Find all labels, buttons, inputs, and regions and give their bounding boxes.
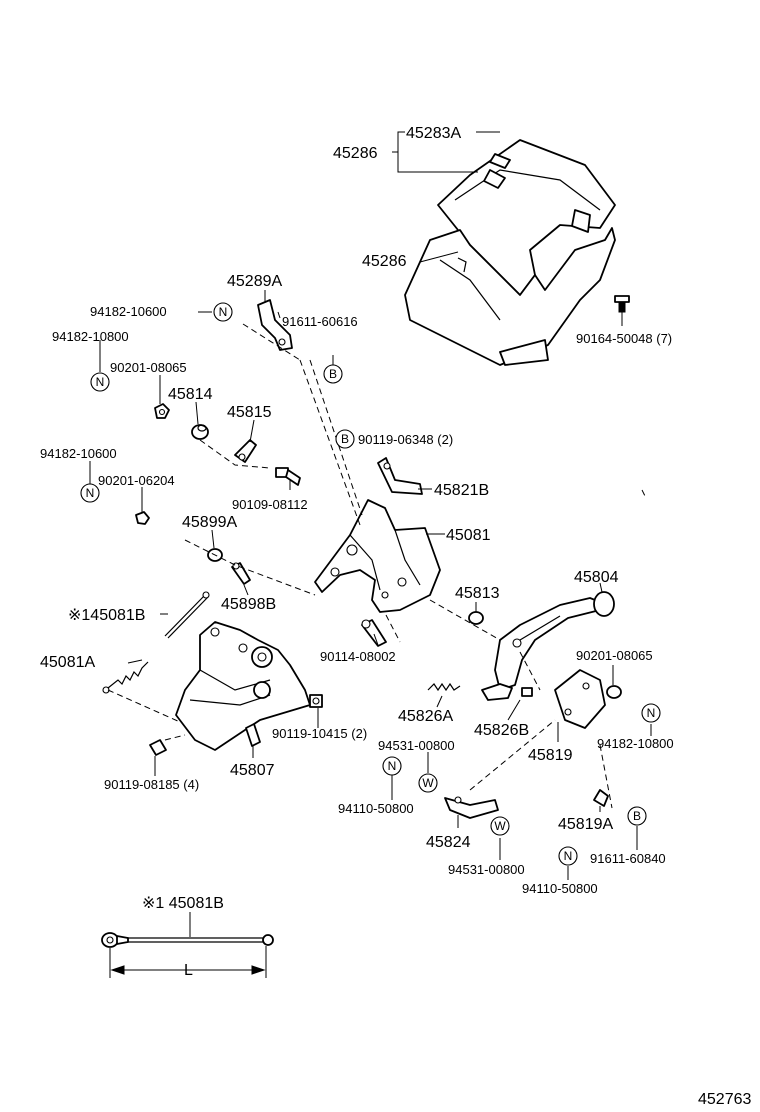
marker-b-1: B xyxy=(323,364,343,384)
label-90119-10415: 90119-10415 (2) xyxy=(272,726,367,741)
nut-90201-06204 xyxy=(135,511,150,525)
label-90201-08065-a: 90201-08065 xyxy=(110,360,187,375)
label-90109-08112: 90109-08112 xyxy=(232,497,308,512)
marker-n-1: N xyxy=(213,302,233,322)
spring-45081A xyxy=(102,661,149,694)
label-94110-50800-a: 94110-50800 xyxy=(338,801,414,816)
main-bracket-45081 xyxy=(314,499,441,613)
label-45826B: 45826B xyxy=(474,722,529,739)
bolt-90114-08002 xyxy=(361,619,387,647)
label-45813: 45813 xyxy=(455,585,500,602)
label-94182-10600-a: 94182-10600 xyxy=(90,304,167,319)
marker-w-2: W xyxy=(490,816,510,836)
label-45819: 45819 xyxy=(528,747,573,764)
label-94531-00800-a: 94531-00800 xyxy=(378,738,455,753)
marker-n-4: N xyxy=(641,703,661,723)
marker-n-3: N xyxy=(80,483,100,503)
detail-rod-45081B: ※1 45081B L xyxy=(101,895,274,979)
marker-b-text: B xyxy=(633,809,641,823)
screw-90164 xyxy=(614,295,630,313)
label-45814: 45814 xyxy=(168,386,213,403)
label-90114-08002: 90114-08002 xyxy=(320,649,396,664)
marker-n-text: N xyxy=(388,759,397,773)
bolt-45898B xyxy=(231,562,251,585)
spring-45826A xyxy=(427,682,461,692)
label-45289A: 45289A xyxy=(227,273,282,290)
label-94531-00800-b: 94531-00800 xyxy=(448,862,525,877)
marker-w-text: W xyxy=(494,819,506,833)
label-94182-10600-b: 94182-10600 xyxy=(40,446,117,461)
marker-b-text: B xyxy=(329,367,337,381)
label-45081: 45081 xyxy=(446,527,491,544)
nut-45813 xyxy=(468,611,484,625)
part-45819A xyxy=(593,789,609,807)
bracket-45289A xyxy=(257,299,293,351)
bolt-90119-10415 xyxy=(309,694,323,708)
pedal-bracket xyxy=(175,621,311,751)
label-45898B: 45898B xyxy=(221,596,276,613)
label-45283A: 45283A xyxy=(406,125,461,142)
washer-90201-08065b xyxy=(606,685,622,699)
label-45821B: 45821B xyxy=(434,482,489,499)
label-145081B: ※145081B xyxy=(68,607,145,624)
label-45819A: 45819A xyxy=(558,816,613,833)
marker-n-text: N xyxy=(86,486,95,500)
label-45286-upper: 45286 xyxy=(333,145,378,162)
label-45804: 45804 xyxy=(574,569,619,586)
rod-145081B xyxy=(164,591,210,639)
bolt-90119-08185 xyxy=(149,739,167,756)
label-91611-60616: 91611-60616 xyxy=(282,314,358,329)
label-90164-50048: 90164-50048 (7) xyxy=(576,331,672,346)
marker-b-text: B xyxy=(341,432,349,446)
label-45286-lower: 45286 xyxy=(362,253,407,270)
label-94182-10800-b: 94182-10800 xyxy=(597,736,674,751)
marker-n-text: N xyxy=(647,706,656,720)
label-91611-60840: 91611-60840 xyxy=(590,851,666,866)
marker-n-6: N xyxy=(558,846,578,866)
label-45826A: 45826A xyxy=(398,708,453,725)
part-45824 xyxy=(444,796,499,819)
figure-number: 452763 xyxy=(698,1091,751,1108)
marker-b-3: B xyxy=(627,806,647,826)
marker-w-1: W xyxy=(418,773,438,793)
bushing-45814 xyxy=(191,424,209,440)
label-90119-08185: 90119-08185 (4) xyxy=(104,777,199,792)
marker-n-5: N xyxy=(382,756,402,776)
plate-45819 xyxy=(554,669,606,729)
leader-lines xyxy=(89,131,652,880)
label-94110-50800-b: 94110-50800 xyxy=(522,881,598,896)
marker-n-text: N xyxy=(96,375,105,389)
lever-45804 xyxy=(494,591,615,691)
nut-90201-08065 xyxy=(154,403,170,419)
marker-b-2: B xyxy=(335,429,355,449)
marker-w-text: W xyxy=(422,776,434,790)
part-labels: 45283A 45286 45286 90164-50048 (7) 45289… xyxy=(40,125,674,896)
clip-45815 xyxy=(234,439,257,463)
bolt-45807 xyxy=(245,723,261,747)
label-45824: 45824 xyxy=(426,834,471,851)
part-45826B xyxy=(481,683,533,701)
label-45081A: 45081A xyxy=(40,654,95,671)
label-90119-06348: 90119-06348 (2) xyxy=(358,432,453,447)
marker-n-text: N xyxy=(219,305,228,319)
marker-n-2: N xyxy=(90,372,110,392)
label-90201-06204: 90201-06204 xyxy=(98,473,175,488)
marker-n-text: N xyxy=(564,849,573,863)
label-dimension-l: L xyxy=(184,962,193,979)
column-cover-lower xyxy=(404,227,616,366)
label-45807: 45807 xyxy=(230,762,275,779)
label-detail-45081B: ※1 45081B xyxy=(142,895,224,912)
label-94182-10800-a: 94182-10800 xyxy=(52,329,129,344)
label-45815: 45815 xyxy=(227,404,272,421)
bracket-45821B xyxy=(377,457,423,495)
label-45899A: 45899A xyxy=(182,514,237,531)
bolt-90109-08112 xyxy=(275,467,301,486)
label-90201-08065-b: 90201-08065 xyxy=(576,648,653,663)
